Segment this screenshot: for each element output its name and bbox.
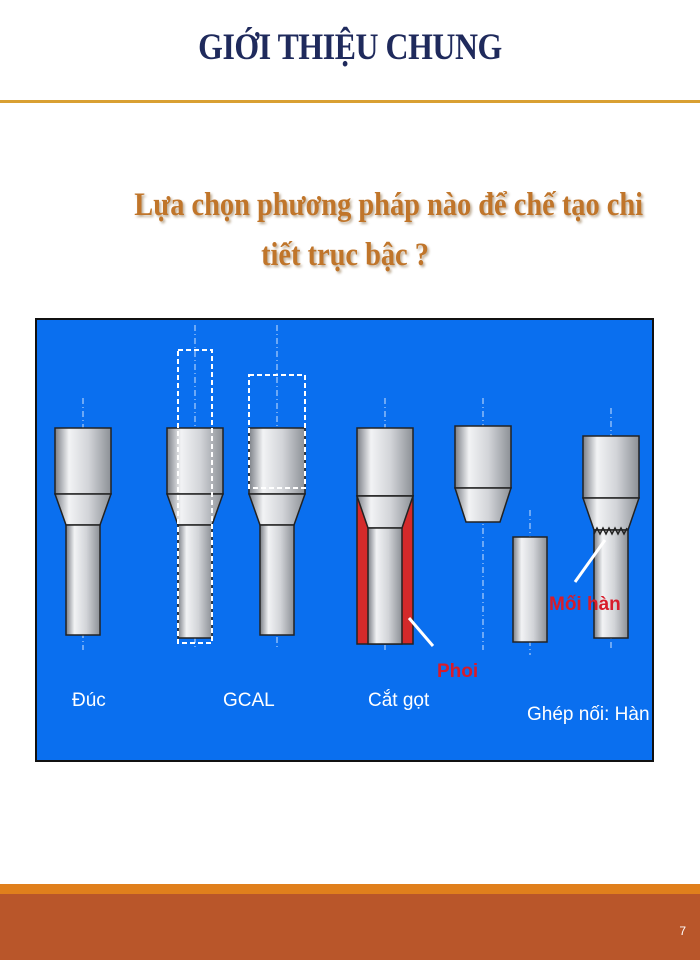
callout-weld: Mối hàn [549, 594, 621, 615]
label-casting: Đúc [72, 690, 106, 711]
question-line-2: tiết trục bậc ? [261, 237, 429, 273]
callout-chip: Phoi [437, 661, 479, 682]
joining-parts [453, 398, 548, 655]
welded-shaft [573, 408, 641, 650]
shaft-illustrations [53, 325, 641, 655]
question-line-1: Lựa chọn phương pháp nào để chế tạo chi [134, 187, 644, 223]
footer-accent-line [0, 884, 700, 894]
machined-shaft [355, 398, 435, 650]
cast-shaft [53, 398, 113, 650]
label-cutting: Cắt gọt [368, 690, 430, 711]
label-joining: Ghép nối: Hàn [527, 704, 650, 725]
formed-shaft-a [165, 325, 225, 650]
page-number: 7 [679, 924, 686, 938]
slide-title: GIỚI THIỆU CHUNG [198, 27, 502, 68]
formed-shaft-b [247, 325, 307, 650]
title-divider [0, 100, 700, 103]
label-forming: GCAL [223, 690, 275, 711]
footer-bar [0, 894, 700, 960]
shaft-methods-diagram: Đúc GCAL Cắt gọt Ghép nối: Hàn Phoi Mối … [35, 318, 654, 762]
question-text: Lựa chọn phương pháp nào để chế tạo chi … [100, 180, 644, 300]
